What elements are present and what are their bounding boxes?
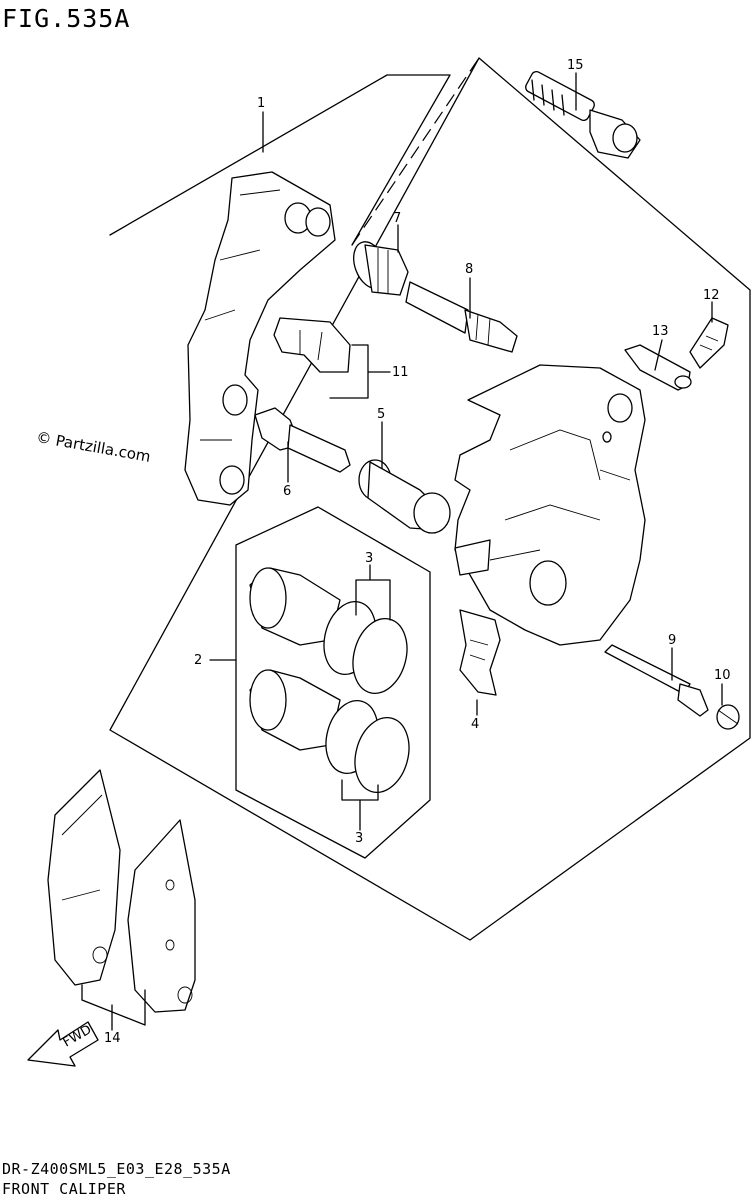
seals-3[interactable]	[316, 596, 417, 799]
callout-6: 6	[283, 484, 291, 499]
callout-12: 12	[703, 288, 720, 303]
pistons-2[interactable]	[249, 567, 341, 751]
callout-14: 14	[104, 1031, 121, 1046]
bleeder-12[interactable]	[689, 317, 729, 369]
callout-15: 15	[567, 58, 584, 73]
callout-13: 13	[652, 324, 669, 339]
bolt-guide-line	[351, 57, 480, 246]
boot-5[interactable]	[358, 459, 451, 534]
pad-spring-4[interactable]	[459, 609, 501, 696]
figure-caption: FRONT CALIPER	[2, 1180, 126, 1198]
callout-1: 1	[257, 96, 265, 111]
leader-lines	[81, 72, 723, 1031]
bolt-15[interactable]	[524, 70, 641, 159]
assembly-frame	[109, 57, 751, 941]
callout-5: 5	[377, 407, 385, 422]
cap-13[interactable]	[624, 344, 692, 391]
callout-3-bottom: 3	[355, 831, 363, 846]
pin-6[interactable]	[254, 407, 351, 473]
callout-2: 2	[194, 653, 202, 668]
pin-9[interactable]	[604, 644, 709, 717]
piston-box	[235, 506, 431, 859]
callout-8: 8	[465, 262, 473, 277]
caliper-body[interactable]	[454, 364, 646, 646]
callout-7: 7	[393, 211, 401, 226]
slide-pin-8[interactable]	[405, 281, 518, 353]
model-code: DR-Z400SML5_E03_E28_535A	[2, 1160, 231, 1178]
fwd-arrow-icon: FWD	[27, 1021, 99, 1067]
spring-11[interactable]	[273, 317, 351, 373]
callout-9: 9	[668, 633, 676, 648]
boot-7[interactable]	[348, 237, 409, 296]
callout-4: 4	[471, 717, 479, 732]
callout-11: 11	[392, 365, 409, 380]
figure-title: FIG.535A	[2, 4, 131, 33]
plug-10[interactable]	[716, 704, 740, 730]
caliper-bracket-1[interactable]	[184, 171, 336, 506]
callout-3-top: 3	[365, 551, 373, 566]
brake-pads-14[interactable]	[47, 769, 196, 1013]
callout-10: 10	[714, 668, 731, 683]
